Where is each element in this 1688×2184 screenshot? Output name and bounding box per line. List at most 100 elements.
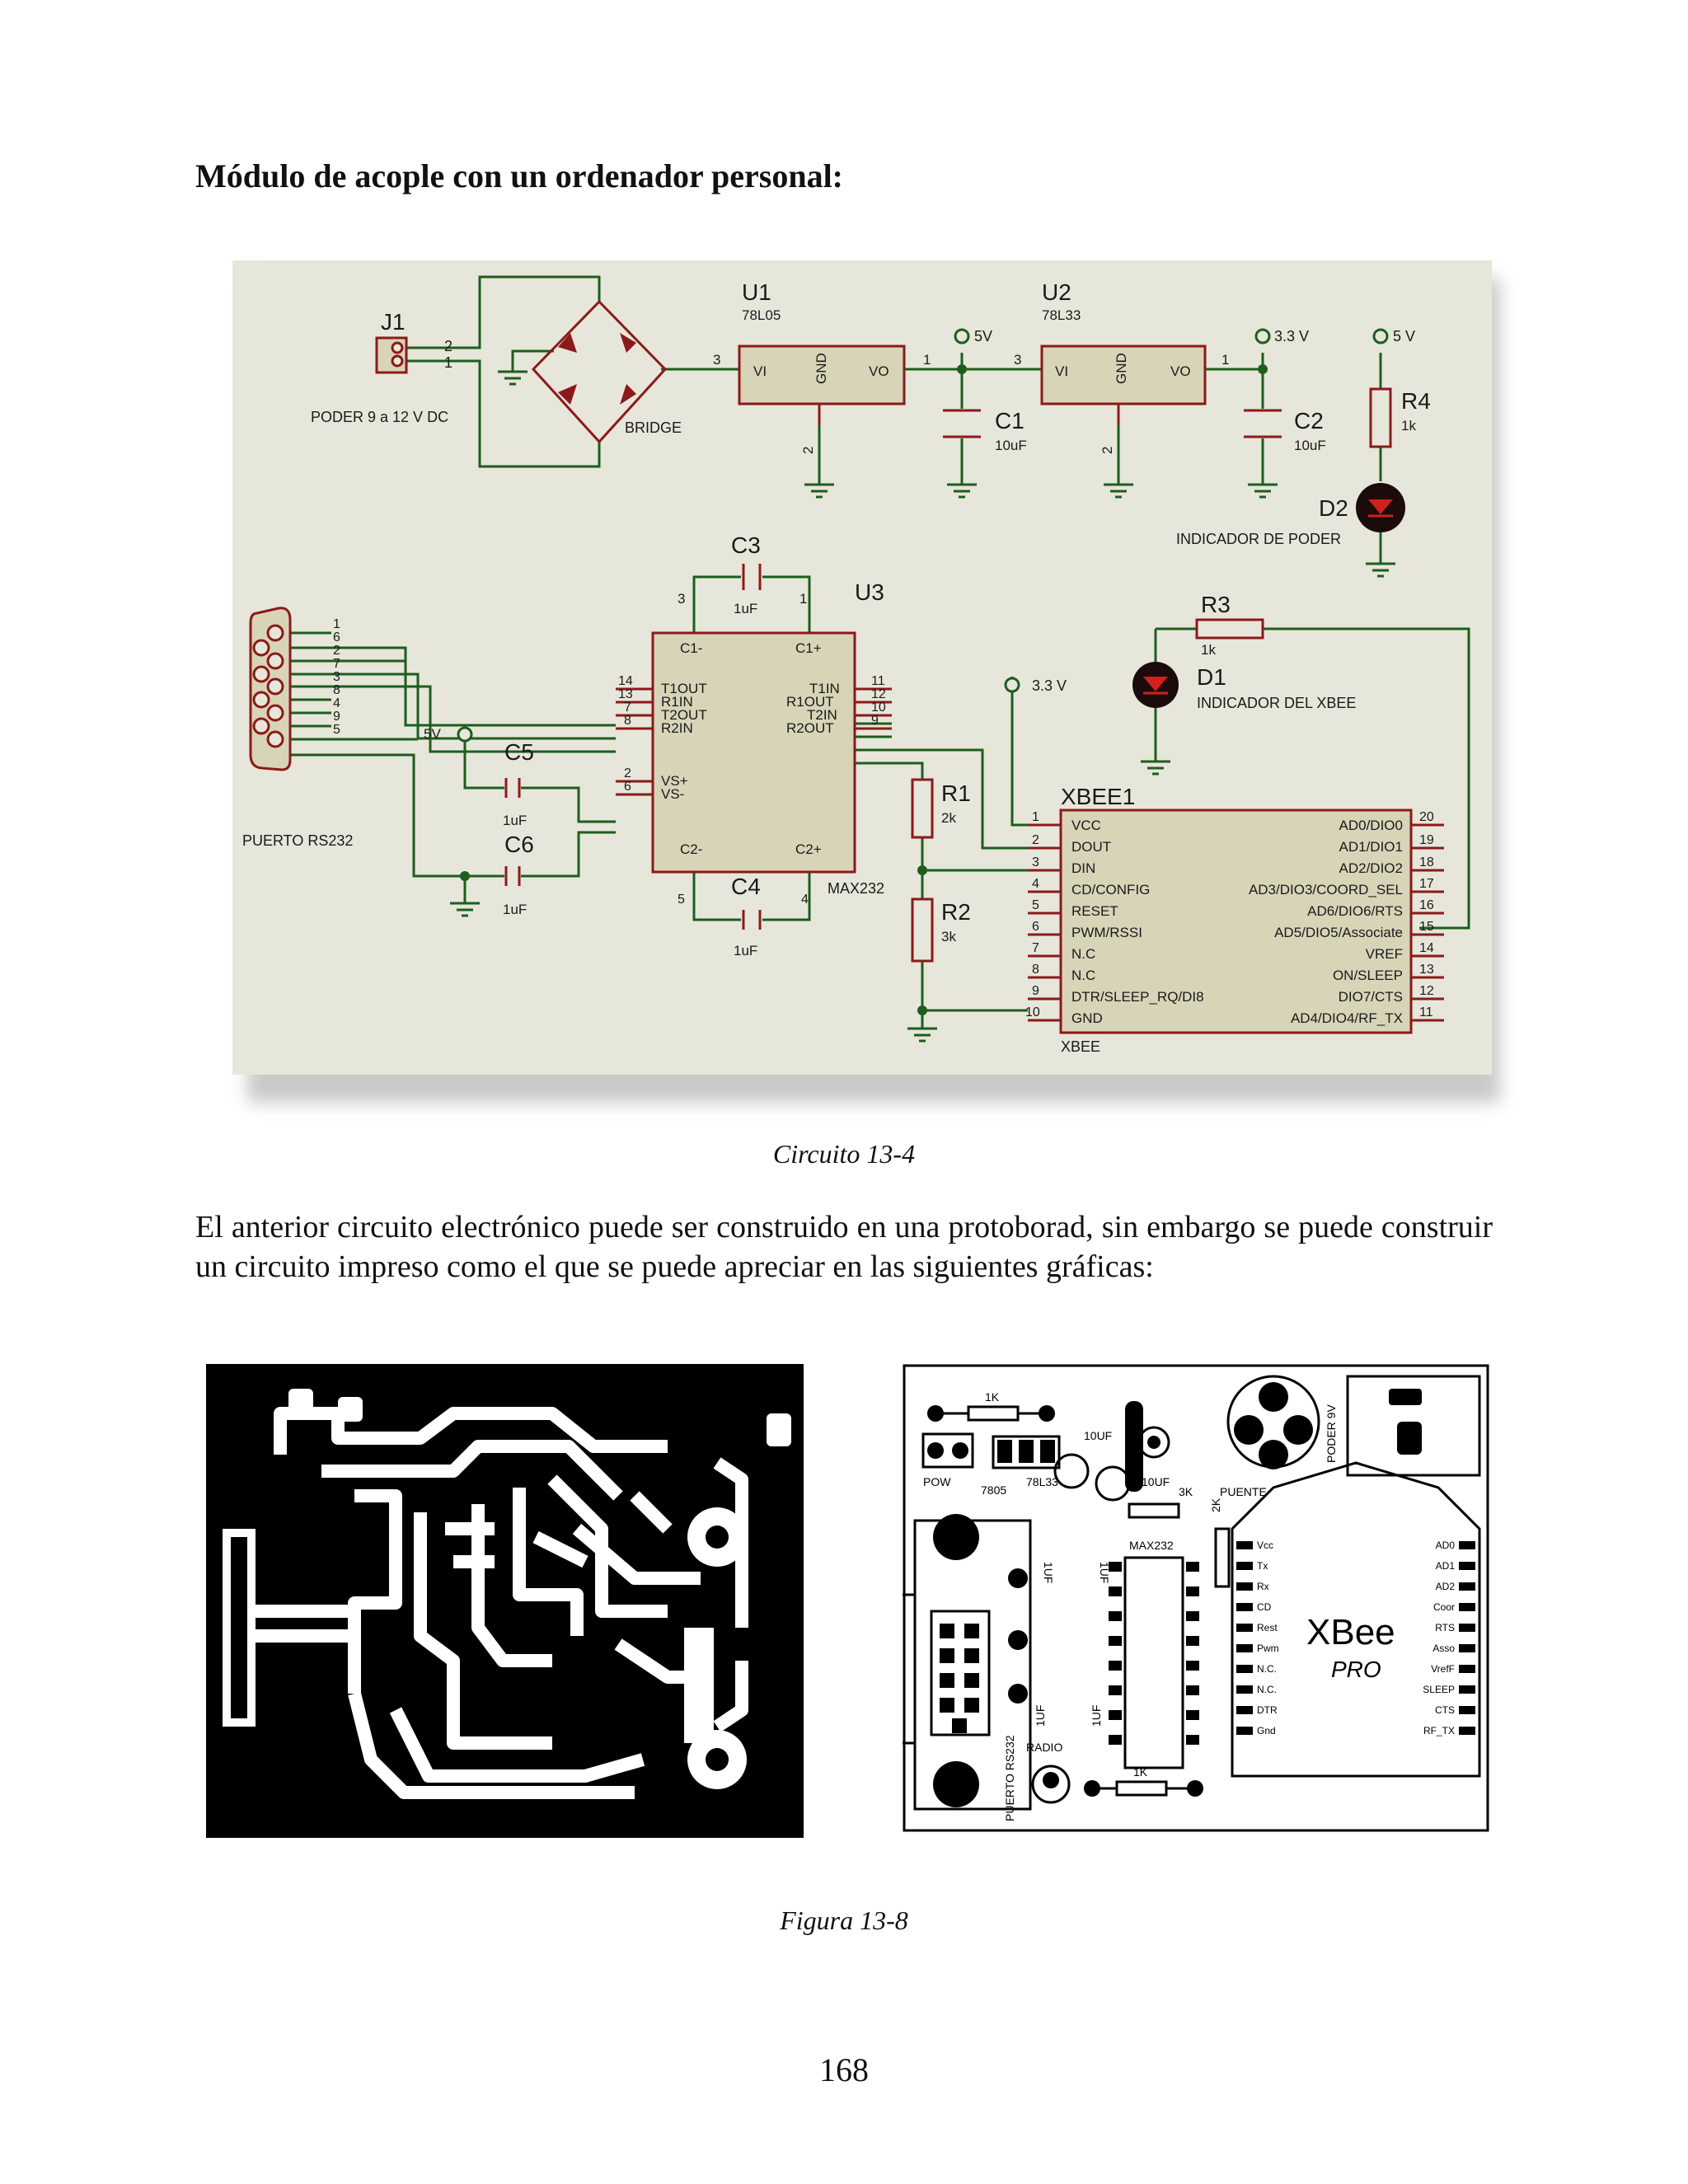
silk-xbee-left-9: DTR [1257,1704,1278,1716]
c2-ref: C2 [1294,408,1324,434]
c4-value: 1uF [734,943,757,958]
pcb-max232-pins [1109,1562,1199,1745]
u3-right-num-4: 9 [871,714,879,728]
silk-3k: 3K [1179,1485,1193,1498]
schematic-diagram: J1 PODER 9 a 12 V DC 2 1 BRIDGE U1 78L05… [232,260,1492,1075]
c3-pin1: 1 [799,591,807,607]
u3-vsm-num: 6 [624,780,631,794]
silk-xbee-left-2: Tx [1257,1560,1268,1572]
pcb-db9-pins [940,1624,979,1733]
silk-r-1k-top: 1K [985,1390,1000,1404]
u3-c2p: C2+ [795,841,822,857]
c4-ref: C4 [731,874,761,899]
c6-ref: C6 [504,832,534,857]
r4-ref: R4 [1401,388,1431,414]
silk-xbee-right-4: Coor [1433,1601,1455,1613]
r1-value: 2k [941,810,956,826]
c2-value: 10uF [1294,438,1326,453]
silk-xbee-right-5: RTS [1435,1622,1455,1633]
silk-max232: MAX232 [1129,1539,1174,1552]
r2-ref: R2 [941,899,971,925]
xbee-left-num-3: 3 [1032,855,1039,869]
xbee-left-num-2: 2 [1032,833,1039,847]
xbee-left-num-8: 8 [1032,963,1039,977]
d1-ref: D1 [1197,664,1226,690]
silk-1uf-b: 1UF [1098,1562,1111,1583]
c3-pin3: 3 [678,591,685,607]
r3-value: 1k [1201,642,1216,658]
silk-78l33: 78L33 [1026,1475,1058,1488]
j1-label: PODER 9 a 12 V DC [311,409,448,425]
c5-rail: 5V [424,726,441,742]
silk-xbee-right-6: Asso [1432,1643,1455,1654]
xbee-right-1: AD0/DIO0 [1339,818,1403,833]
u3-left-num-3: 7 [624,701,631,715]
u1-vo: VO [869,363,889,379]
j1-pin1: 1 [444,354,452,371]
silk-xbee-left-8: N.C. [1257,1684,1277,1695]
xbee-left-num-5: 5 [1032,898,1039,912]
xbee-right-6: AD5/DIO5/Associate [1274,925,1403,940]
xbee-left-num-10: 10 [1025,1005,1040,1019]
u3-right-num-1: 11 [871,674,885,688]
j1-ref: J1 [381,309,406,335]
u3-c1m: C1- [680,640,702,656]
xbee-left-3: DIN [1071,860,1095,876]
db9-pin-2: 2 [333,644,340,658]
led-d1 [1132,662,1179,708]
db9-pin-5: 5 [333,723,340,737]
u1-pin-in: 3 [713,352,720,368]
silk-xbee-left-1: Vcc [1257,1540,1273,1551]
xbee-right-num-6: 15 [1419,920,1434,934]
xbee-left-num-9: 9 [1032,984,1039,998]
pcb-isolation-traces [256,1407,748,1799]
xbee-left-5: RESET [1071,903,1118,919]
u3-ref: U3 [855,579,884,605]
silk-radio: RADIO [1026,1741,1062,1754]
u1-value: 78L05 [742,307,781,323]
figure-caption: Figura 13-8 [780,1905,908,1935]
xbee-left-num-6: 6 [1032,920,1039,934]
silk-1uf-c: 1UF [1034,1705,1047,1727]
xbee-right-8: ON/SLEEP [1333,968,1403,983]
xbee-left-4: CD/CONFIG [1071,882,1150,898]
rail-33v-b: 3.3 V [1032,677,1067,694]
wires [284,275,1470,1029]
db9-pin-1: 1 [333,617,340,631]
db9-label: PUERTO RS232 [242,832,353,849]
xbee-left-num-4: 4 [1032,877,1039,891]
u2-ref: U2 [1042,279,1071,305]
u3-c2m: C2- [680,841,702,857]
u2-pin-out: 1 [1221,352,1229,368]
db9-pin-3: 3 [333,670,340,684]
db9-pin-8: 8 [333,683,340,697]
page-heading: Módulo de acople con un ordenador person… [195,157,843,194]
silk-xbee-left-5: Rest [1257,1622,1278,1633]
silk-xbee-left-6: Pwm [1257,1643,1279,1654]
silk-xbee-right-7: VrefF [1431,1663,1455,1675]
rail-5v: 5V [974,328,992,344]
bridge-diodes [558,333,636,405]
xbee-right-4: AD3/DIO3/COORD_SEL [1249,882,1403,898]
u3-left-num-4: 8 [624,714,631,728]
u3-right-pin-2: R1OUT [786,694,834,710]
pcb-copper-layout [206,1364,804,1838]
silk-1uf-d: 1UF [1090,1705,1103,1727]
silk-xbee-right-3: AD2 [1436,1581,1456,1592]
u3-right-pin-3: T2IN [807,707,837,723]
u3-part: MAX232 [828,880,884,897]
silk-poder-9v: PODER 9V [1325,1404,1338,1463]
body-paragraph: El anterior circuito electrónico puede s… [195,1210,1493,1284]
db9-pins [252,341,404,748]
pcb-xbee-pins [1236,1541,1475,1735]
pcb-silkscreen-lines [903,1375,1481,1811]
xbee-left-8: N.C [1071,968,1095,983]
c6-value: 1uF [503,902,527,917]
c1-value: 10uF [995,438,1027,453]
xbee-right-num-3: 18 [1419,855,1434,869]
xbee-right-num-5: 16 [1419,898,1434,912]
xbee-left-6: PWM/RSSI [1071,925,1142,940]
xbee-left-num-1: 1 [1032,810,1039,824]
rail-33v: 3.3 V [1274,328,1309,344]
xbee-right-10: AD4/DIO4/RF_TX [1291,1010,1403,1026]
